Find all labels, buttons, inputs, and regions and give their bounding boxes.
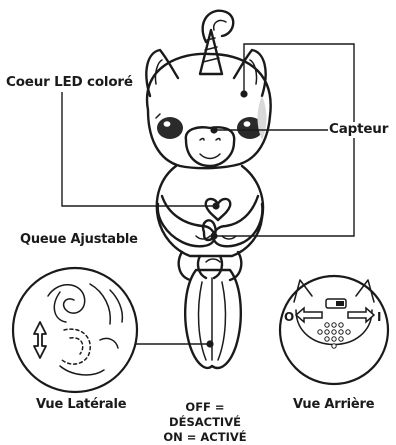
switch-on-text: ON = ACTIVÉ	[150, 430, 260, 445]
unicorn-tail	[185, 270, 241, 368]
label-vue-arriere: Vue Arrière	[293, 397, 374, 412]
switch-off-mark: O	[284, 310, 294, 324]
label-capteur: Capteur	[329, 121, 388, 137]
led-heart	[206, 199, 231, 220]
left-eye	[157, 117, 183, 139]
switch-off-text: OFF = DÉSACTIVÉ	[150, 400, 260, 430]
unicorn-snout	[186, 127, 234, 166]
switch-legend: OFF = DÉSACTIVÉ ON = ACTIVÉ	[150, 400, 260, 445]
label-coeur-led: Coeur LED coloré	[6, 74, 133, 90]
label-vue-laterale: Vue Latérale	[36, 397, 126, 412]
left-ear	[146, 50, 178, 96]
unicorn-head	[147, 54, 271, 168]
diagram-stage: O I	[0, 0, 396, 435]
unicorn-diagram: O I	[0, 0, 396, 435]
back-view-circle	[280, 276, 388, 384]
label-queue-ajustable: Queue Ajustable	[20, 232, 138, 247]
switch-on-mark: I	[377, 310, 381, 324]
side-view-circle	[13, 268, 137, 392]
unicorn-figure	[146, 11, 270, 368]
